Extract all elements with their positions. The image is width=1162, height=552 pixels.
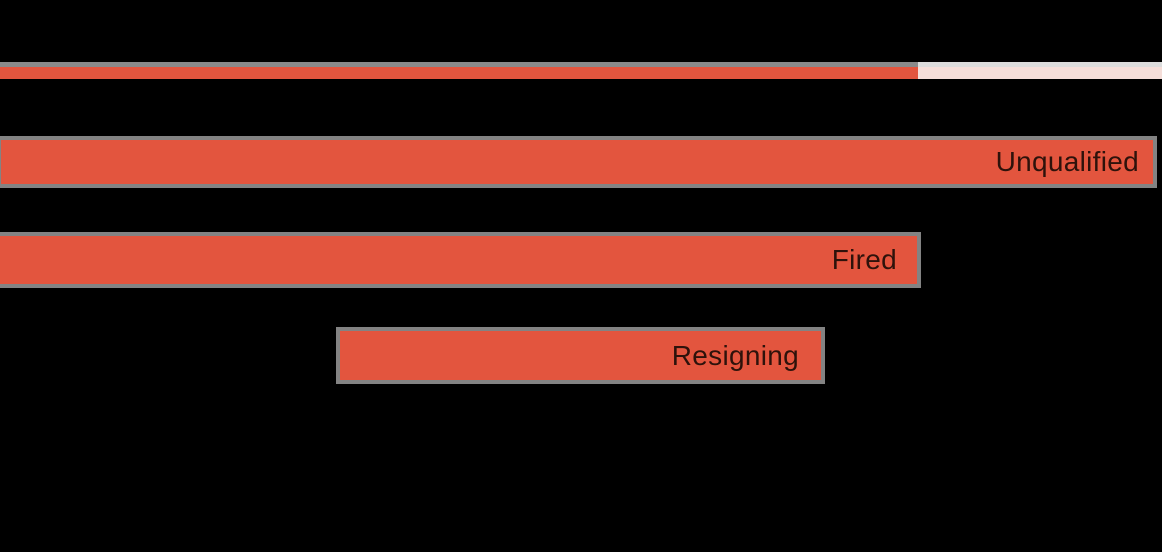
- funnel-bar-fired: Fired: [0, 232, 921, 288]
- bar-label-fired: Fired: [831, 244, 897, 275]
- progress-filled-segment: [0, 62, 918, 79]
- video-progress-bar[interactable]: [0, 62, 1162, 79]
- funnel-bar-unqualified: Unqualified: [0, 136, 1157, 188]
- progress-remaining-segment: [917, 62, 1162, 79]
- bar-label-resigning: Resigning: [671, 339, 799, 371]
- funnel-bar-resigning: Resigning: [336, 327, 825, 384]
- bar-label-unqualified: Unqualified: [995, 146, 1139, 177]
